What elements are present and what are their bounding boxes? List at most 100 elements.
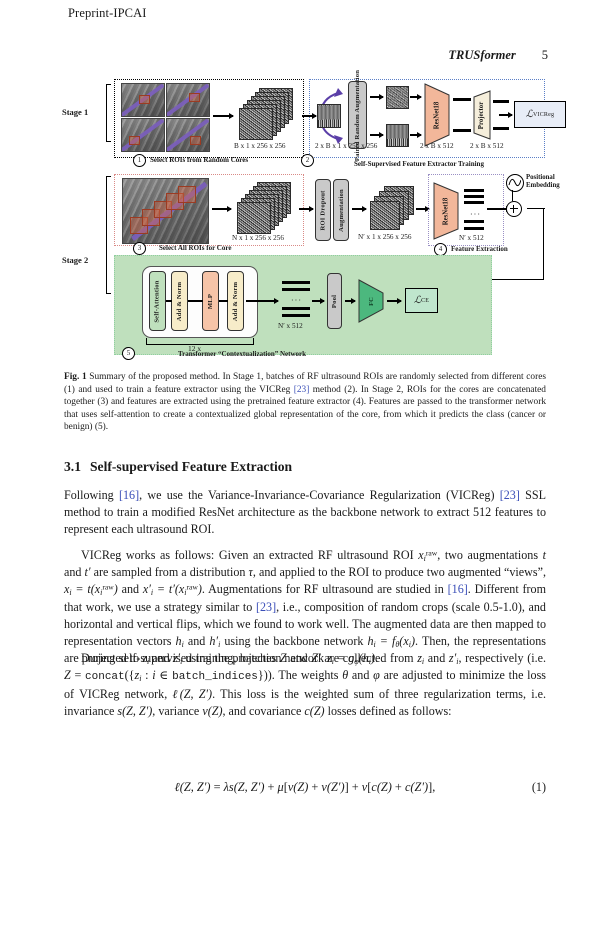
tr-link-1 bbox=[166, 300, 172, 302]
p2-text-a: VICReg works as follows: Given an extrac… bbox=[81, 548, 419, 562]
section-number: 3.1 bbox=[64, 459, 81, 474]
us-thumb-2 bbox=[166, 83, 210, 117]
figure-caption-text-1: Summary of the proposed method. In Stage… bbox=[64, 372, 546, 395]
repeat-brace bbox=[146, 338, 254, 345]
positional-embedding-label: Positional Embedding bbox=[526, 174, 560, 189]
math-hi: hi bbox=[175, 633, 184, 650]
arrow-aug-view2 bbox=[370, 132, 384, 138]
math-zi-prime-2: z′i bbox=[448, 651, 459, 667]
step-3-region bbox=[114, 174, 304, 246]
sine-icon bbox=[506, 174, 524, 192]
math-zi-prime: z′i bbox=[172, 651, 183, 667]
arrow-view2-to-resnet bbox=[410, 132, 422, 138]
contextual-tokens bbox=[282, 281, 310, 321]
math-s-ZZ: s(Z, Z′) bbox=[117, 703, 153, 718]
us-core-image bbox=[122, 178, 209, 244]
pos-connector bbox=[512, 190, 514, 201]
figure-caption: Fig. 1 Summary of the proposed method. I… bbox=[64, 371, 546, 434]
math-set-close: } bbox=[257, 668, 264, 683]
arrow-stack-to-dropout bbox=[299, 206, 314, 212]
p3-text-k: . This loss is the weighted sum of three… bbox=[64, 686, 546, 718]
dim-resnet-out: 2 x B x 512 bbox=[420, 142, 454, 150]
dim-proj-out: 2 x B x 512 bbox=[470, 142, 504, 150]
math-hi-fx: hi = fθ(xi) bbox=[367, 633, 415, 650]
block-add-norm-1-label: Add & Norm bbox=[176, 281, 183, 321]
tr-link-3 bbox=[219, 300, 228, 302]
stage-1-brace bbox=[106, 84, 111, 142]
arrow-pool-to-fc bbox=[345, 298, 356, 304]
p2-text-h: . Different from that work, we use a str… bbox=[64, 582, 547, 614]
citation-16-p2[interactable]: [16] bbox=[447, 582, 468, 597]
dim-core-roi: N x 1 x 256 x 256 bbox=[232, 234, 284, 242]
citation-16-p1[interactable]: [16] bbox=[118, 488, 140, 502]
tokens-ellipsis-2: ··· bbox=[291, 296, 302, 305]
p2-text-b: , two augmentations bbox=[437, 548, 543, 562]
block-augmentation[interactable]: Augmentation bbox=[333, 179, 349, 241]
block-resnet18-feat-label: ResNet18 bbox=[442, 197, 450, 225]
dim-batch-roi: B x 1 x 256 x 256 bbox=[234, 142, 286, 150]
block-projector[interactable]: Projector bbox=[473, 90, 491, 140]
p2-text-l: . Then, the representations are projecte… bbox=[64, 633, 546, 666]
block-resnet18-ssl-label: ResNet18 bbox=[433, 101, 441, 129]
feat-line-2 bbox=[453, 129, 471, 132]
block-add-norm-1[interactable]: Add & Norm bbox=[171, 271, 188, 331]
stage-2-brace bbox=[106, 176, 111, 294]
arrow-fc-to-loss bbox=[387, 298, 402, 304]
math-tau: τ bbox=[248, 565, 253, 580]
step-marker-4: 4 bbox=[434, 243, 447, 256]
us-thumb-4 bbox=[166, 118, 210, 152]
math-t: t bbox=[542, 548, 547, 562]
block-add-norm-2[interactable]: Add & Norm bbox=[227, 271, 244, 331]
citation-23-caption[interactable]: [23] bbox=[293, 384, 310, 395]
arrow-stack-to-aug bbox=[302, 113, 317, 119]
paragraph-3: During self-supervised training, batches… bbox=[64, 651, 546, 718]
block-self-attention[interactable]: Self-Attention bbox=[149, 271, 166, 331]
arrow-transformer-to-tokens bbox=[246, 298, 279, 304]
p3-text-j: are adjusted to minimize the loss of VIC… bbox=[64, 668, 546, 701]
math-phi: φ bbox=[373, 668, 380, 683]
math-v-Z: v(Z) bbox=[202, 703, 223, 718]
math-Z-prime: Z′ bbox=[311, 651, 321, 665]
block-roi-dropout[interactable]: ROI Dropout bbox=[315, 179, 331, 241]
loss-vicreg-symbol: ℒ bbox=[525, 109, 533, 120]
citation-23-p2[interactable]: [23] bbox=[255, 599, 277, 614]
citation-23-p1[interactable]: [23] bbox=[499, 488, 520, 502]
us-thumb-1 bbox=[121, 83, 165, 117]
step-marker-3: 3 bbox=[133, 242, 146, 255]
p2-text-j: and bbox=[183, 633, 210, 648]
dim-dropout-roi: N′ x 1 x 256 x 256 bbox=[358, 233, 412, 241]
step-1-region bbox=[114, 79, 304, 158]
add-positional-op bbox=[506, 201, 522, 217]
block-pool-label: Pool bbox=[331, 294, 339, 308]
us-thumb-3 bbox=[121, 118, 165, 152]
proj-line-2 bbox=[493, 127, 509, 130]
block-resnet18-feat[interactable]: ResNet18 bbox=[433, 182, 459, 240]
caption-transformer-net: Transformer “Contextualization” Network bbox=[178, 350, 307, 358]
block-mlp[interactable]: MLP bbox=[202, 271, 219, 331]
block-pool[interactable]: Pool bbox=[327, 273, 342, 329]
p3-text-i: and bbox=[348, 668, 374, 683]
arrow-stack2-to-resnet bbox=[416, 206, 430, 212]
stage-2-label: Stage 2 bbox=[62, 255, 89, 265]
paragraph-2: VICReg works as follows: Given an extrac… bbox=[64, 547, 546, 668]
p2-text-c: and bbox=[64, 565, 85, 580]
arrow-aug-to-stack2 bbox=[352, 206, 367, 212]
page-number: 5 bbox=[541, 48, 548, 62]
augmented-view-1 bbox=[386, 86, 409, 109]
p2-text-m: and bbox=[149, 651, 173, 666]
block-fc[interactable]: FC bbox=[358, 279, 384, 323]
step-4-region bbox=[428, 174, 504, 246]
code-batch-indices: batch_indices bbox=[172, 671, 258, 684]
arrow-view1-to-resnet bbox=[410, 94, 422, 100]
block-resnet18-ssl[interactable]: ResNet18 bbox=[424, 83, 450, 147]
figure-canvas: Stage 1 bbox=[62, 69, 566, 365]
block-paired-augmentation[interactable]: Paired Random Augmentation bbox=[348, 69, 367, 161]
loss-vicreg-subscript: VICReg bbox=[533, 111, 555, 118]
block-add-norm-2-label: Add & Norm bbox=[232, 281, 239, 321]
step-marker-2: 2 bbox=[301, 154, 314, 167]
feature-tokens-stage2 bbox=[464, 189, 484, 233]
p3-text-n: losses defined as follows: bbox=[324, 703, 452, 718]
